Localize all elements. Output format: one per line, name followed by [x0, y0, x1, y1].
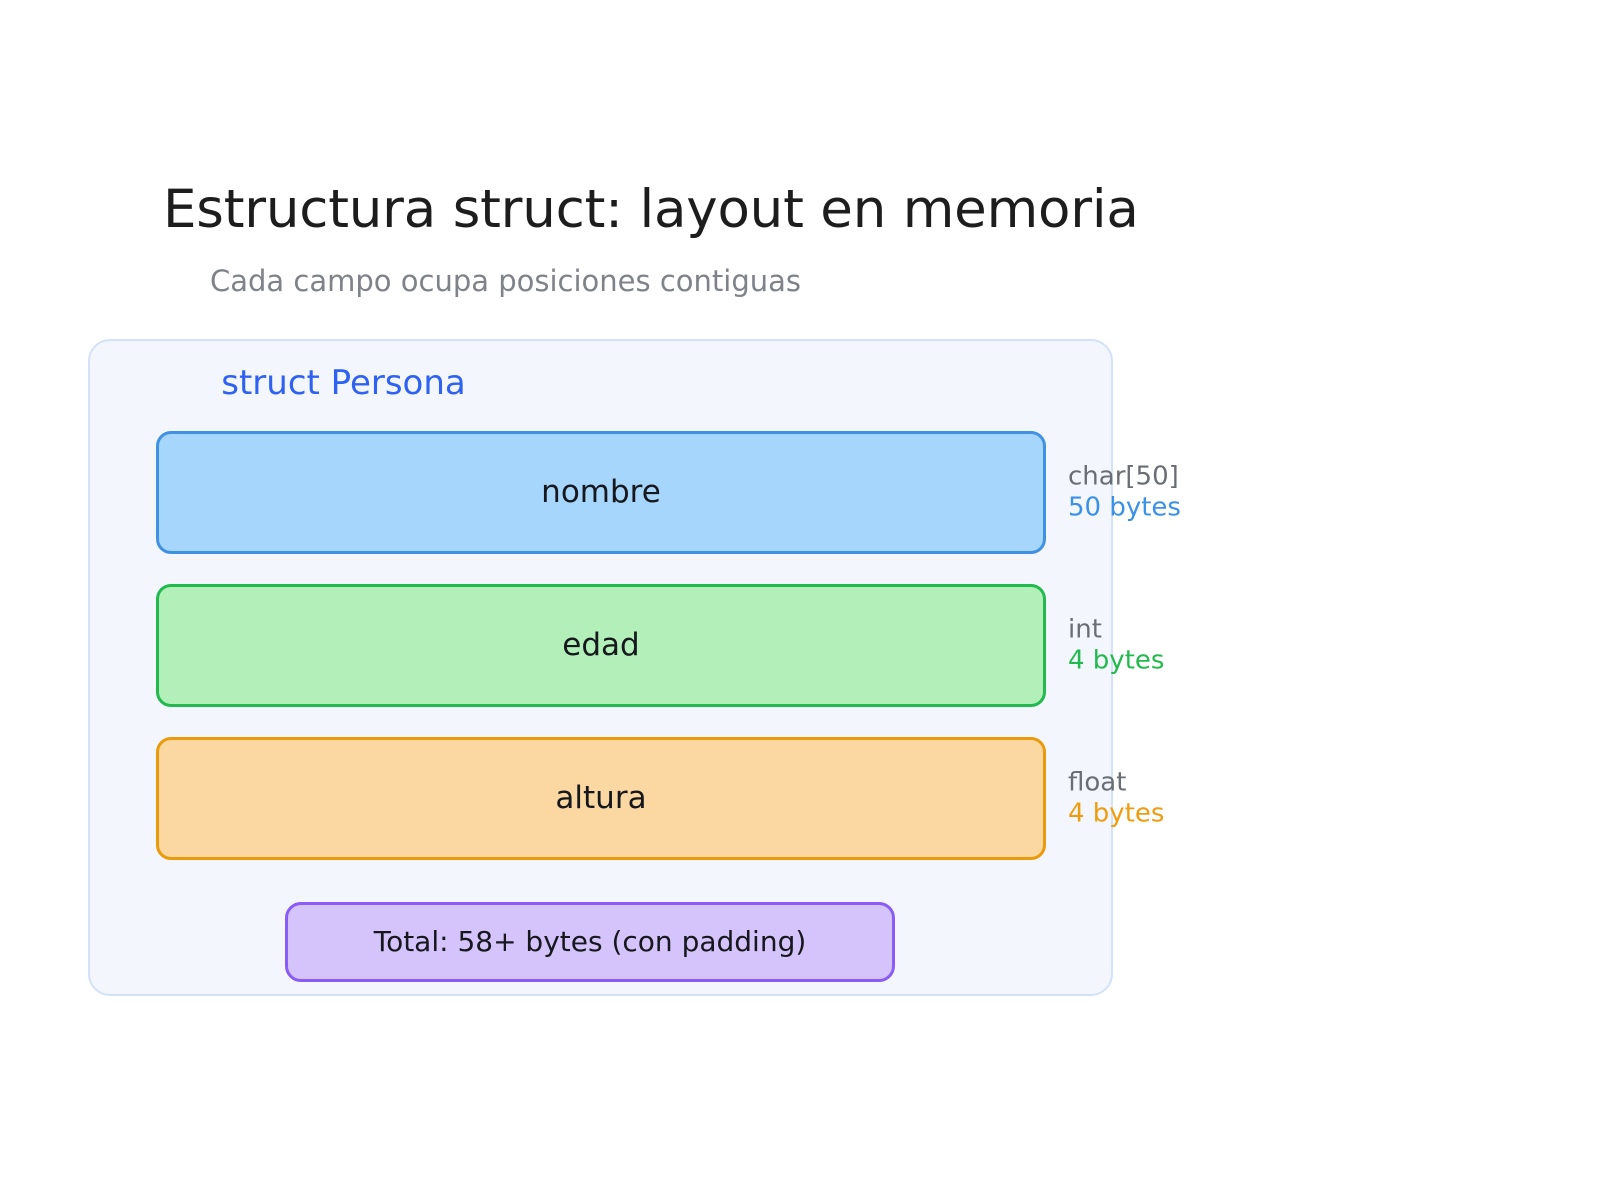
struct-memory-diagram: struct Persona nombre char[50] 50 bytes …: [88, 339, 1181, 996]
field-size-label: 4 bytes: [1068, 645, 1165, 676]
struct-name-heading: struct Persona: [221, 363, 466, 403]
struct-field-row: edad int 4 bytes: [156, 584, 1164, 707]
struct-field-row: altura float 4 bytes: [156, 737, 1164, 860]
struct-total-label: Total: 58+ bytes (con padding): [373, 925, 807, 959]
field-annotation: char[50] 50 bytes: [1068, 461, 1298, 524]
field-type-label: int: [1068, 613, 1102, 644]
field-size-label: 50 bytes: [1068, 492, 1181, 523]
field-bar-altura: altura: [156, 737, 1046, 860]
field-type-label: float: [1068, 766, 1127, 797]
field-label: nombre: [541, 473, 661, 510]
field-annotation: int 4 bytes: [1068, 614, 1298, 677]
struct-field-row: nombre char[50] 50 bytes: [156, 431, 1181, 554]
field-size-label: 4 bytes: [1068, 798, 1165, 829]
field-annotation: float 4 bytes: [1068, 767, 1298, 830]
field-bar-nombre: nombre: [156, 431, 1046, 554]
field-type-label: char[50]: [1068, 460, 1179, 491]
field-bar-edad: edad: [156, 584, 1046, 707]
page-title: Estructura struct: layout en memoria: [163, 179, 1139, 240]
struct-total-bar: Total: 58+ bytes (con padding): [285, 902, 895, 982]
page-subtitle: Cada campo ocupa posiciones contiguas: [210, 264, 801, 298]
field-label: altura: [555, 779, 647, 816]
struct-field-list: nombre char[50] 50 bytes edad int 4 byte…: [90, 341, 1181, 994]
field-label: edad: [562, 626, 640, 663]
